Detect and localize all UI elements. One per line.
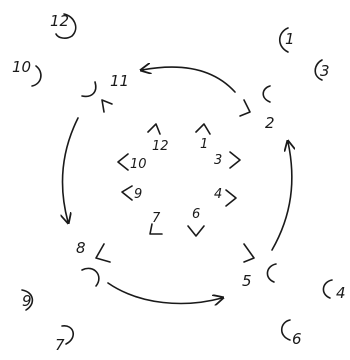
outer-label-3: 3: [320, 62, 330, 80]
inner-label-4: 4: [214, 187, 222, 202]
outer-label-10: 10: [12, 58, 31, 76]
valley-icon: [187, 225, 205, 237]
inner-cluster: 12 1 10 3 9 4 7 6: [117, 123, 241, 237]
corner-label-5: 5: [242, 272, 252, 290]
outer-label-1: 1: [285, 30, 295, 48]
inner-label-6: 6: [192, 207, 200, 222]
curl-icon: [21, 289, 34, 311]
arrow-left: [63, 117, 79, 222]
outer-label-7: 7: [55, 336, 65, 354]
corner-label-2: 2: [265, 114, 275, 132]
angle-right-icon: [225, 189, 237, 207]
angle-right-icon: [229, 151, 241, 169]
curl-icon: [81, 81, 97, 98]
corner-bracket-icon: [243, 243, 255, 263]
peak-icon: [147, 123, 161, 135]
curl-icon: [81, 267, 100, 287]
angle-left-icon: [117, 153, 129, 171]
corner-label-8: 8: [76, 239, 86, 257]
corner-bottom-right: 5 4 6: [242, 243, 346, 348]
curl-icon: [280, 319, 291, 341]
inner-label-10: 10: [130, 157, 147, 172]
curl-icon: [262, 85, 271, 103]
outer-label-9: 9: [22, 292, 32, 310]
corner-top-left: 12 10 11: [12, 12, 129, 113]
curl-icon: [314, 59, 323, 81]
outer-label-4: 4: [336, 284, 346, 302]
inner-label-3: 3: [214, 153, 222, 168]
inner-label-7: 7: [152, 211, 161, 226]
corner-top-right: 1 3 2: [239, 27, 330, 132]
outer-label-12: 12: [50, 12, 69, 30]
arrow-bottom: [107, 282, 222, 303]
curl-icon: [31, 65, 42, 87]
arrow-right: [271, 142, 292, 251]
inner-label-1: 1: [200, 137, 208, 152]
rotation-arrows: [63, 67, 292, 303]
curl-icon: [55, 13, 77, 39]
bracket-icon: [149, 223, 163, 235]
curl-icon: [61, 325, 74, 345]
corner-label-11: 11: [110, 72, 129, 90]
corner-bracket-icon: [95, 243, 111, 263]
inner-label-9: 9: [134, 187, 142, 202]
curl-icon: [266, 263, 277, 283]
curl-icon: [278, 27, 289, 53]
corner-bracket-icon: [101, 99, 113, 113]
inner-label-12: 12: [152, 139, 169, 154]
corner-bracket-icon: [239, 99, 251, 117]
outer-label-6: 6: [292, 330, 302, 348]
peak-icon: [195, 123, 211, 135]
arrow-top: [142, 67, 236, 93]
corner-bottom-left: 8 9 7: [21, 239, 111, 354]
angle-left-icon: [121, 185, 133, 201]
curl-icon: [322, 279, 333, 299]
